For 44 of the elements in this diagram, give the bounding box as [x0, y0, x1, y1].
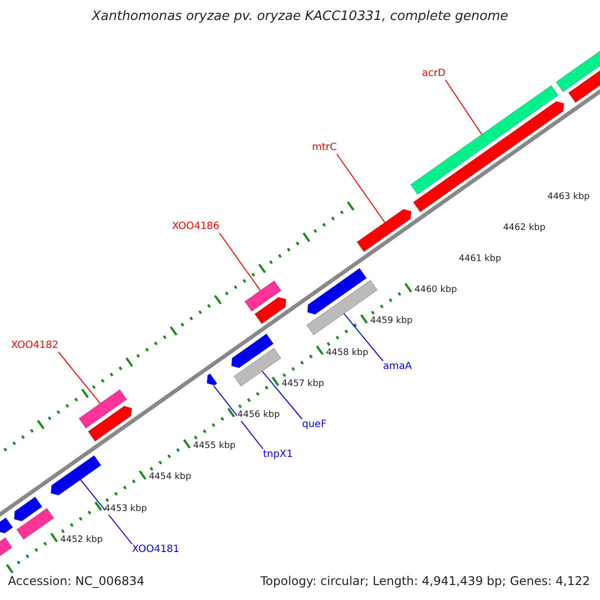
- tick-label: 4461 kbp: [458, 254, 502, 265]
- tick-label: 4459 kbp: [370, 316, 413, 328]
- tick-label: 4455 kbp: [193, 441, 236, 452]
- title: Xanthomonas oryzae pv. oryzae KACC10331, complete genome: [90, 9, 510, 25]
- gene-label: amaA: [383, 361, 412, 373]
- gene-block: [0, 517, 14, 534]
- leader-line: [262, 370, 302, 420]
- leader-line: [336, 154, 386, 223]
- leader-line: [80, 479, 132, 544]
- gene-label: tnpX1: [263, 449, 293, 461]
- gene-bar: [78, 389, 128, 429]
- accession-text: Accession: NC_006834: [8, 574, 144, 588]
- gene-block: [50, 455, 102, 496]
- leader-line: [58, 352, 101, 404]
- gene-label: XOO4186: [172, 221, 220, 233]
- leader-line: [213, 385, 264, 450]
- tick-label: 4457 kbp: [282, 378, 324, 390]
- leader-line: [444, 80, 482, 135]
- tick-label: 4458 kbp: [326, 348, 368, 358]
- gene-label: XOO4181: [132, 544, 180, 556]
- gene-label: mtrC: [312, 142, 337, 154]
- gene-block: [356, 208, 412, 252]
- tick-label: 4456 kbp: [237, 410, 280, 421]
- tick-label: 4454 kbp: [148, 472, 192, 484]
- tick-label: 4452 kbp: [60, 534, 103, 546]
- gene-block: [206, 373, 218, 386]
- gene-label: queF: [302, 419, 327, 431]
- gene-block: [307, 268, 367, 315]
- tick-label: 4463 kbp: [547, 192, 590, 202]
- gene-block: [231, 333, 274, 368]
- gene-block: [254, 296, 286, 324]
- tick-label: 4460 kbp: [414, 285, 457, 296]
- tick-label: 4453 kbp: [104, 504, 147, 514]
- gene-label: acrD: [422, 68, 446, 80]
- tick-label: 4462 kbp: [503, 222, 546, 234]
- gene-bar: [234, 348, 282, 387]
- gene-block: [88, 406, 132, 442]
- gene-block: [14, 496, 43, 522]
- gene-bar: [16, 508, 54, 540]
- genome-info-text: Topology: circular; Length: 4,941,439 bp; Genes: 4,122: [260, 574, 590, 588]
- gene-bar: [244, 280, 282, 312]
- leader-line: [343, 313, 384, 362]
- gene-label: XOO4182: [11, 340, 58, 352]
- leader-line: [218, 232, 261, 292]
